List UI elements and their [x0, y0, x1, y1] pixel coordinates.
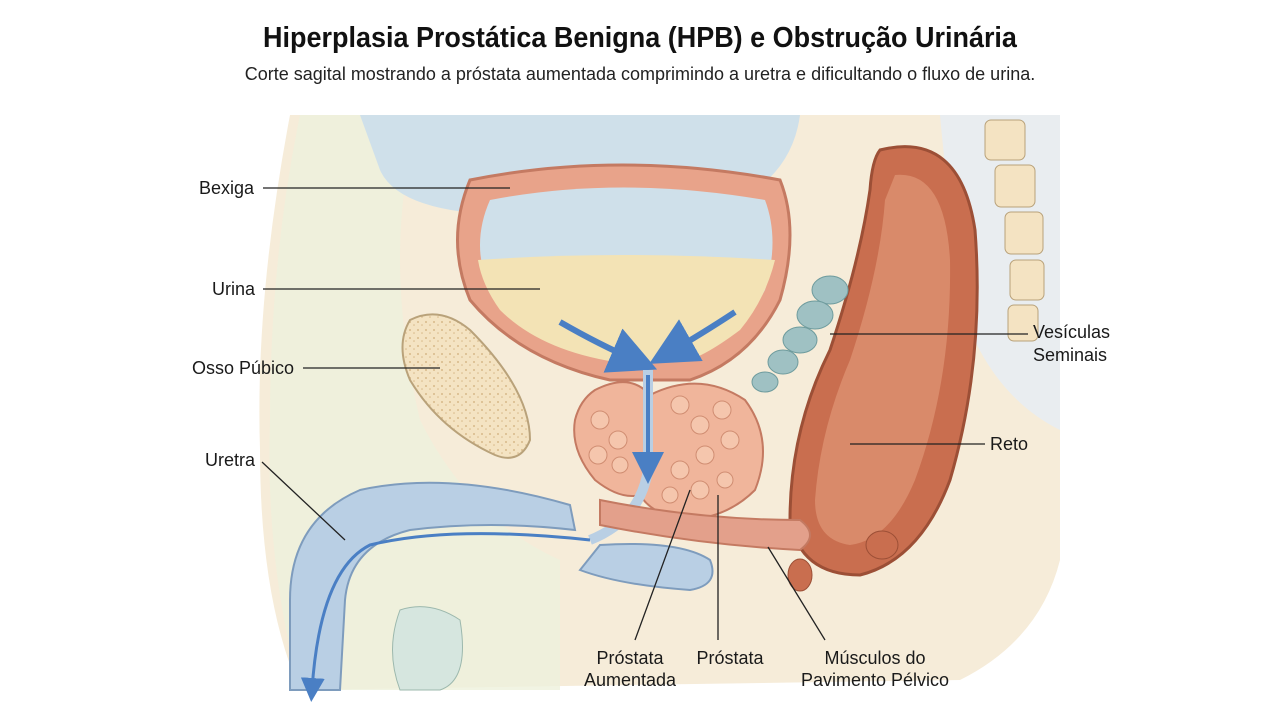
corpus-cavernosum	[578, 543, 714, 592]
label-prostata: Próstata	[696, 648, 764, 668]
label-urina: Urina	[212, 279, 256, 299]
seminal-vesicles	[751, 275, 849, 393]
diagram-title: Hiperplasia Prostática Benigna (HPB) e O…	[263, 22, 1017, 54]
urethra-penile-arrow	[300, 532, 591, 702]
pubic-bone	[401, 313, 532, 459]
label-musculos-line2: Pavimento Pélvico	[800, 670, 950, 690]
label-musculos-line1: Músculos do	[824, 648, 926, 668]
leader-prostata-aumentada	[634, 489, 691, 641]
label-vesiculas-line2: Seminais	[1033, 345, 1108, 365]
penis-shaft	[289, 481, 577, 691]
scrotum	[392, 606, 463, 691]
flow-arrow-right	[649, 309, 737, 364]
prostate-nodules	[588, 395, 740, 504]
label-uretra: Uretra	[205, 450, 256, 470]
label-osso-pubico: Osso Púbico	[192, 358, 295, 378]
pelvic-floor-muscles	[599, 498, 811, 552]
label-prostata-aumentada-line1: Próstata	[596, 648, 664, 668]
leader-uretra	[261, 461, 346, 541]
leader-musculos	[767, 546, 826, 641]
label-reto: Reto	[990, 434, 1029, 454]
label-vesiculas-line1: Vesículas	[1033, 322, 1111, 342]
sacrum-vertebrae	[984, 119, 1045, 342]
label-prostata-aumentada-line2: Aumentada	[583, 670, 677, 690]
rectum-inner	[815, 174, 951, 545]
label-bexiga: Bexiga	[199, 178, 255, 198]
anal-sphincter	[865, 530, 899, 560]
diagram-subtitle: Corte sagital mostrando a próstata aumen…	[244, 64, 1036, 84]
flow-arrow-left	[558, 319, 658, 373]
